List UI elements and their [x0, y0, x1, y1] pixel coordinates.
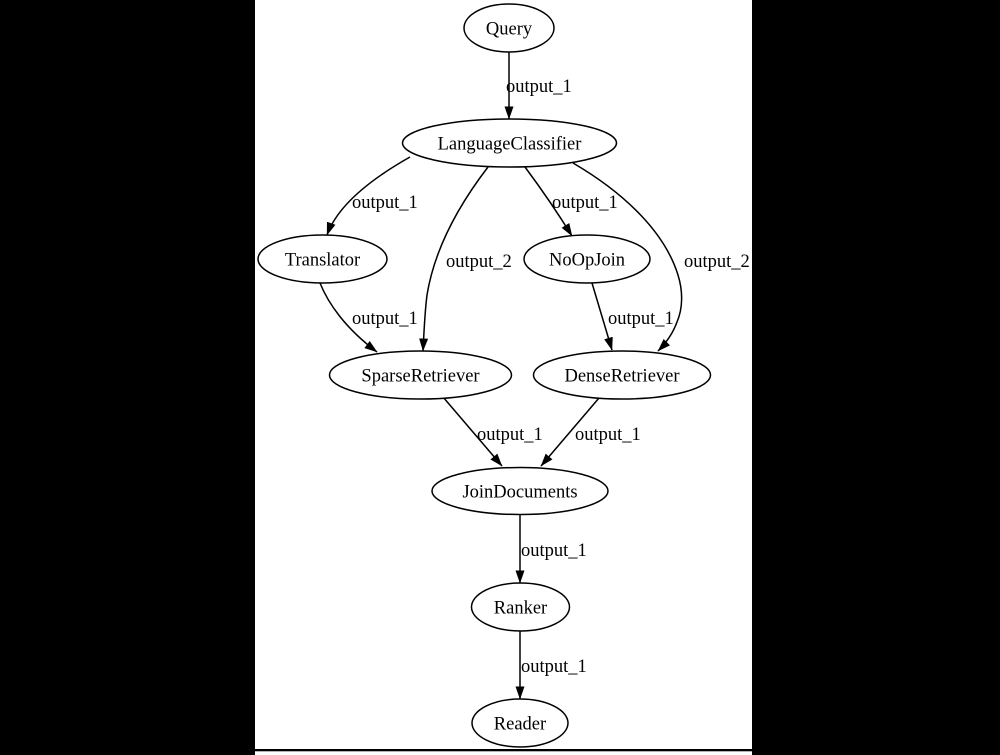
- node-denseretriever: DenseRetriever: [532, 350, 712, 400]
- edge-label-joindocuments-ranker: output_1: [521, 541, 587, 561]
- node-reader: Reader: [471, 698, 569, 748]
- edge-label-sparseretriever-joindocuments: output_1: [477, 425, 543, 445]
- node-denseretriever-ellipse: [532, 350, 712, 400]
- node-query-ellipse: [463, 3, 555, 53]
- node-reader-label: Reader: [494, 715, 546, 735]
- edge-noopjoin-denseretriever: [591, 282, 613, 351]
- edge-languageclassifier-translator: [326, 156, 411, 236]
- node-ranker: Ranker: [470, 582, 571, 632]
- edge-translator-sparseretriever: [319, 282, 378, 353]
- node-sparseretriever-ellipse: [328, 350, 513, 400]
- edge-label-languageclassifier-sparseretriever: output_2: [446, 252, 512, 272]
- edge-languageclassifier-denseretriever: [572, 162, 683, 352]
- graph-image: output_1 output_1 output_2 output_1 outp…: [255, 0, 752, 755]
- node-reader-ellipse: [471, 698, 569, 748]
- node-languageclassifier: LanguageClassifier: [401, 118, 618, 168]
- edge-label-ranker-reader: output_1: [521, 657, 587, 677]
- image-bottom-border: [255, 749, 752, 752]
- node-languageclassifier-ellipse: [401, 118, 618, 168]
- edge-label-query-languageclassifier: output_1: [506, 77, 572, 97]
- node-ranker-ellipse: [470, 582, 571, 632]
- node-query: Query: [463, 3, 555, 53]
- node-joindocuments-ellipse: [431, 466, 609, 516]
- node-query-label: Query: [486, 20, 533, 40]
- node-denseretriever-label: DenseRetriever: [564, 367, 679, 387]
- node-translator-label: Translator: [285, 251, 360, 271]
- edge-languageclassifier-sparseretriever: [419, 166, 489, 352]
- node-noopjoin: NoOpJoin: [523, 234, 651, 284]
- edge-denseretriever-joindocuments: [540, 397, 600, 467]
- edge-label-noopjoin-denseretriever: output_1: [608, 309, 674, 329]
- edge-label-denseretriever-joindocuments: output_1: [575, 425, 641, 445]
- node-sparseretriever: SparseRetriever: [328, 350, 513, 400]
- pipeline-graph-svg: output_1 output_1 output_2 output_1 outp…: [255, 3, 752, 752]
- node-noopjoin-ellipse: [523, 234, 651, 284]
- node-joindocuments-label: JoinDocuments: [462, 483, 577, 503]
- edge-label-languageclassifier-noopjoin: output_1: [552, 193, 618, 213]
- edge-label-languageclassifier-translator: output_1: [352, 193, 418, 213]
- node-noopjoin-label: NoOpJoin: [549, 251, 625, 271]
- node-joindocuments: JoinDocuments: [431, 466, 609, 516]
- node-languageclassifier-label: LanguageClassifier: [438, 135, 582, 155]
- node-sparseretriever-label: SparseRetriever: [361, 367, 479, 387]
- edge-sparseretriever-joindocuments: [442, 396, 503, 467]
- node-translator: Translator: [257, 234, 388, 284]
- edge-label-translator-sparseretriever: output_1: [352, 309, 418, 329]
- edge-languageclassifier-noopjoin: [524, 166, 573, 237]
- node-ranker-label: Ranker: [494, 599, 547, 619]
- node-translator-ellipse: [257, 234, 388, 284]
- edge-label-languageclassifier-denseretriever: output_2: [684, 252, 750, 272]
